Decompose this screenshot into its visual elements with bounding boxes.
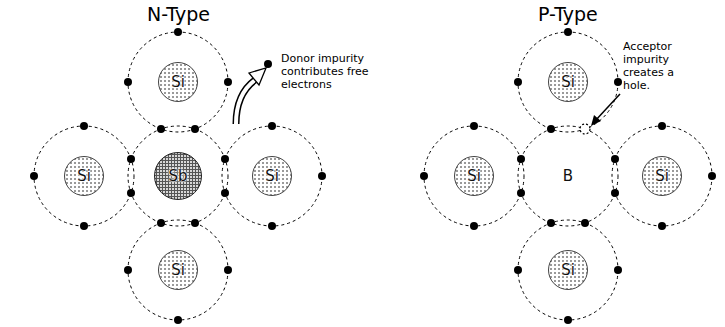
atom-nucleus: Si xyxy=(252,156,292,196)
atom-nucleus: Si xyxy=(642,156,682,196)
annotation-note: Acceptor impurity creates a hole. xyxy=(623,40,689,92)
element-symbol: Si xyxy=(467,167,481,185)
panel-title: P-Type xyxy=(538,3,598,25)
panel-title: N-Type xyxy=(147,3,210,25)
electron-orbits xyxy=(34,32,712,320)
impurity-atom: B xyxy=(548,156,588,196)
hole-marker xyxy=(580,124,590,134)
element-symbol: Si xyxy=(171,261,185,279)
atom-nucleus: Si xyxy=(454,156,494,196)
annotation-note: Donor impurity contributes free electron… xyxy=(281,52,371,91)
donor-arrow xyxy=(236,68,266,124)
atom-nucleus: Si xyxy=(64,156,104,196)
electrons xyxy=(30,28,716,324)
element-symbol: Sb xyxy=(168,167,187,185)
atom-nucleus: Si xyxy=(548,62,588,102)
element-symbol: Si xyxy=(171,73,185,91)
atom-nucleus: Si xyxy=(158,250,198,290)
element-symbol: B xyxy=(563,167,573,185)
element-symbol: Si xyxy=(655,167,669,185)
element-symbol: Si xyxy=(77,167,91,185)
element-symbol: Si xyxy=(265,167,279,185)
element-symbol: Si xyxy=(561,261,575,279)
acceptor-leader xyxy=(591,94,620,126)
element-symbol: Si xyxy=(561,73,575,91)
atom-nucleus: Si xyxy=(548,250,588,290)
atom-nucleus: Si xyxy=(158,62,198,102)
atom-nucleus: Sb xyxy=(154,152,202,200)
